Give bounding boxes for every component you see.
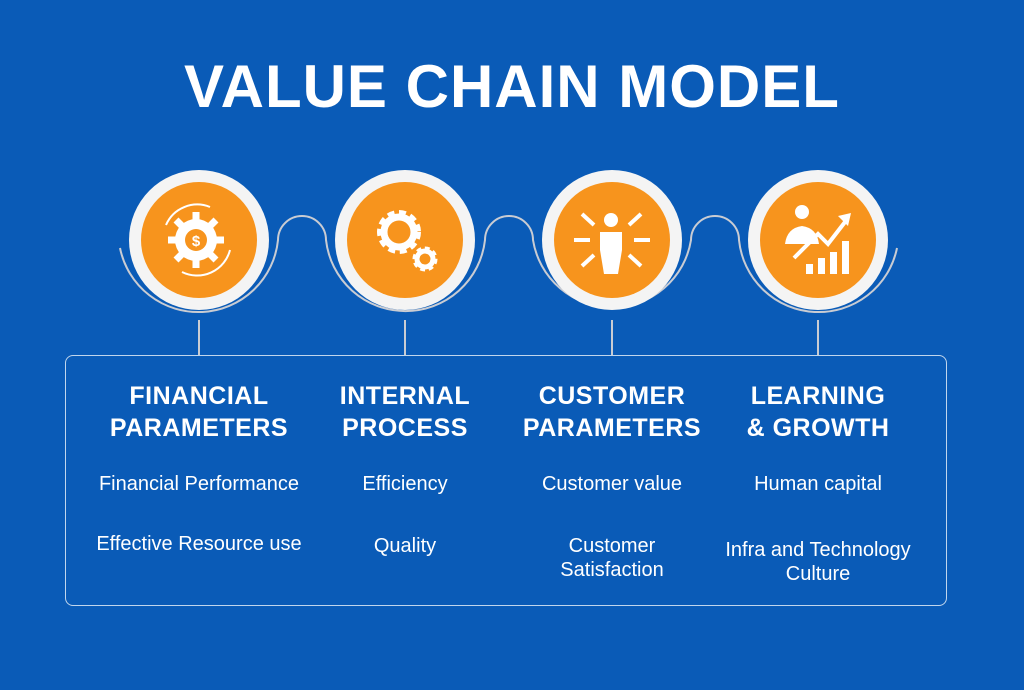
stem-lines — [198, 320, 819, 355]
gears-icon — [377, 210, 438, 272]
growth-chart-person-icon — [785, 205, 851, 274]
column-item: Effective Resource use — [96, 533, 302, 555]
icon-circle-internal — [335, 170, 475, 310]
column-item: Human capital — [754, 473, 882, 495]
details-panel — [65, 355, 947, 606]
svg-text:$: $ — [192, 233, 201, 250]
customer-focus-icon — [574, 212, 650, 274]
column-item: Quality — [373, 535, 437, 557]
icon-circle-customer — [542, 170, 682, 310]
column-item: Efficiency — [362, 473, 448, 495]
column-item: Infra and Technology Culture — [725, 539, 911, 585]
wave-connector — [119, 215, 898, 314]
column-item: Customer Satisfaction — [560, 535, 664, 581]
icon-circle-learning — [748, 170, 888, 310]
column-item: Financial Performance — [98, 473, 300, 495]
column-item: Customer value — [541, 473, 683, 495]
page-title: VALUE CHAIN MODEL — [184, 53, 840, 120]
icon-circle-financial: $ — [129, 170, 269, 310]
column-learning: LEARNING& GROWTH Human capital Infra and… — [703, 380, 933, 585]
gear-dollar-cycle-icon: $ — [165, 203, 231, 277]
column-heading: LEARNING& GROWTH — [746, 382, 890, 442]
